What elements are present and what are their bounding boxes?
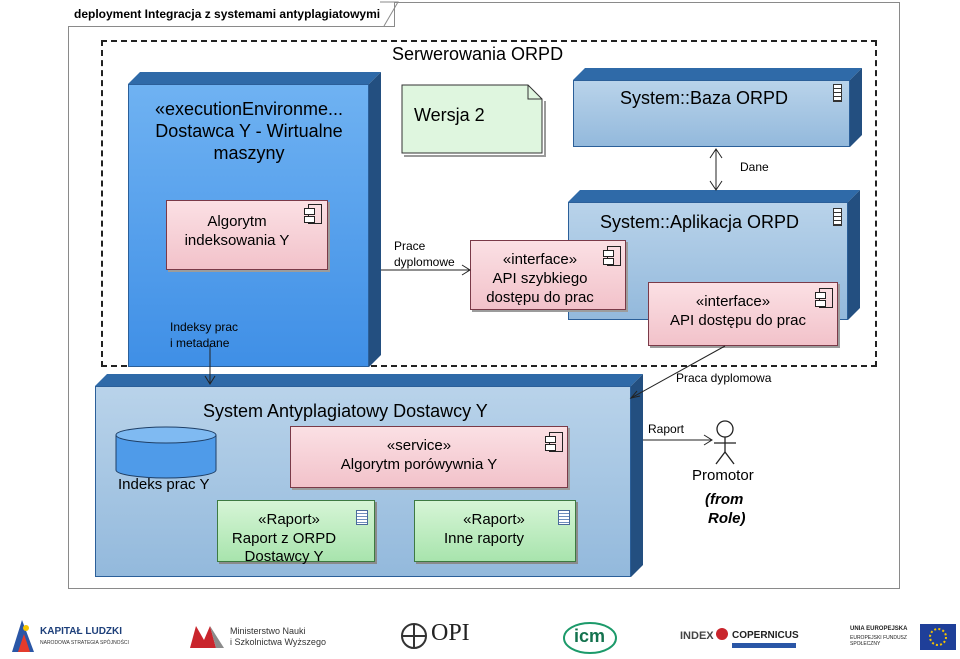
inne-raporty-stereotype: «Raport» xyxy=(463,511,525,528)
api-dostepu-stereotype: «interface» xyxy=(695,293,771,310)
inne-raporty-line1: Inne raporty xyxy=(443,530,525,547)
document-icon xyxy=(558,510,570,525)
edge-label-praca-dyplomowa: Praca dyplomowa xyxy=(676,371,772,385)
logo-opi: OPI xyxy=(400,620,480,656)
raport-orpd-stereotype: «Raport» xyxy=(258,511,320,528)
logo-ministerstwo: Ministerstwo Nauki i Szkolnictwa Wyższeg… xyxy=(190,624,330,654)
logo-index-copernicus: INDEX COPERNICUS xyxy=(680,626,800,652)
component-icon xyxy=(545,432,563,452)
inne-raporty-artifact[interactable] xyxy=(414,500,576,562)
api-dostepu-component[interactable] xyxy=(648,282,838,346)
aplikacja-orpd-label: System::Aplikacja ORPD xyxy=(600,212,800,232)
exec-env-label: «executionEnvironme... Dostawca Y - Wirt… xyxy=(154,99,344,163)
service-stereotype: «service» xyxy=(386,437,452,454)
api-szybkiego-stereotype: «interface» xyxy=(502,251,578,268)
service-line1: Algorytm porówywnia Y xyxy=(340,456,498,473)
logo-icm: icm xyxy=(560,618,620,656)
actor-role-line2: Role) xyxy=(708,510,746,527)
edge-label-prace-line1: Prace xyxy=(394,239,426,253)
server-icon xyxy=(833,208,842,226)
algorytm-indeksowania-label: Algorytm indeksowania Y xyxy=(184,213,290,249)
raport-orpd-artifact[interactable] xyxy=(217,500,375,562)
baza-orpd-label: System::Baza ORPD xyxy=(620,88,789,108)
api-szybkiego-line2: dostępu do prac xyxy=(486,289,594,306)
serwerowania-orpd-title: Serwerowania ORPD xyxy=(392,44,564,64)
actor-role-line1: (from xyxy=(705,491,744,508)
edge-label-prace-line2: dyplomowe xyxy=(394,255,455,269)
edge-label-indeksy-line2: i metadane xyxy=(170,336,230,350)
service-algorytm-component[interactable] xyxy=(290,426,568,488)
edge-label-indeksy-line1: Indeksy prac xyxy=(170,320,239,334)
raport-orpd-line1: Raport z ORPD xyxy=(231,530,337,547)
edge-label-dane: Dane xyxy=(740,160,769,174)
component-icon xyxy=(603,246,621,266)
api-szybkiego-component[interactable] xyxy=(470,240,626,310)
logo-kapital-ludzki: KAPITAŁ LUDZKI NARODOWA STRATEGIA SPÓJNO… xyxy=(8,616,138,656)
diagram-title: deployment Integracja z systemami antypl… xyxy=(68,2,396,27)
diagram-frame xyxy=(68,2,900,589)
document-icon xyxy=(356,510,368,525)
component-icon xyxy=(815,288,833,308)
component-icon xyxy=(304,204,322,224)
algorytm-indeksowania-component[interactable] xyxy=(166,200,328,270)
raport-orpd-line2: Dostawcy Y xyxy=(244,548,324,565)
note-wersja[interactable]: Wersja 2 xyxy=(414,105,485,125)
server-icon xyxy=(833,84,842,102)
antyplagiat-label: System Antyplagiatowy Dostawcy Y xyxy=(203,401,488,421)
actor-name: Promotor xyxy=(692,467,754,484)
serwerowania-orpd-container xyxy=(101,40,877,367)
api-szybkiego-line1: API szybkiego xyxy=(492,270,588,287)
baza-orpd-node[interactable] xyxy=(573,80,850,147)
logo-unia-europejska: UNIA EUROPEJSKA EUROPEJSKI FUNDUSZ SPOŁE… xyxy=(850,622,958,656)
api-dostepu-line1: API dostępu do prac xyxy=(670,312,806,329)
edge-label-raport: Raport xyxy=(648,422,685,436)
datastore-label: Indeks prac Y xyxy=(118,476,210,493)
